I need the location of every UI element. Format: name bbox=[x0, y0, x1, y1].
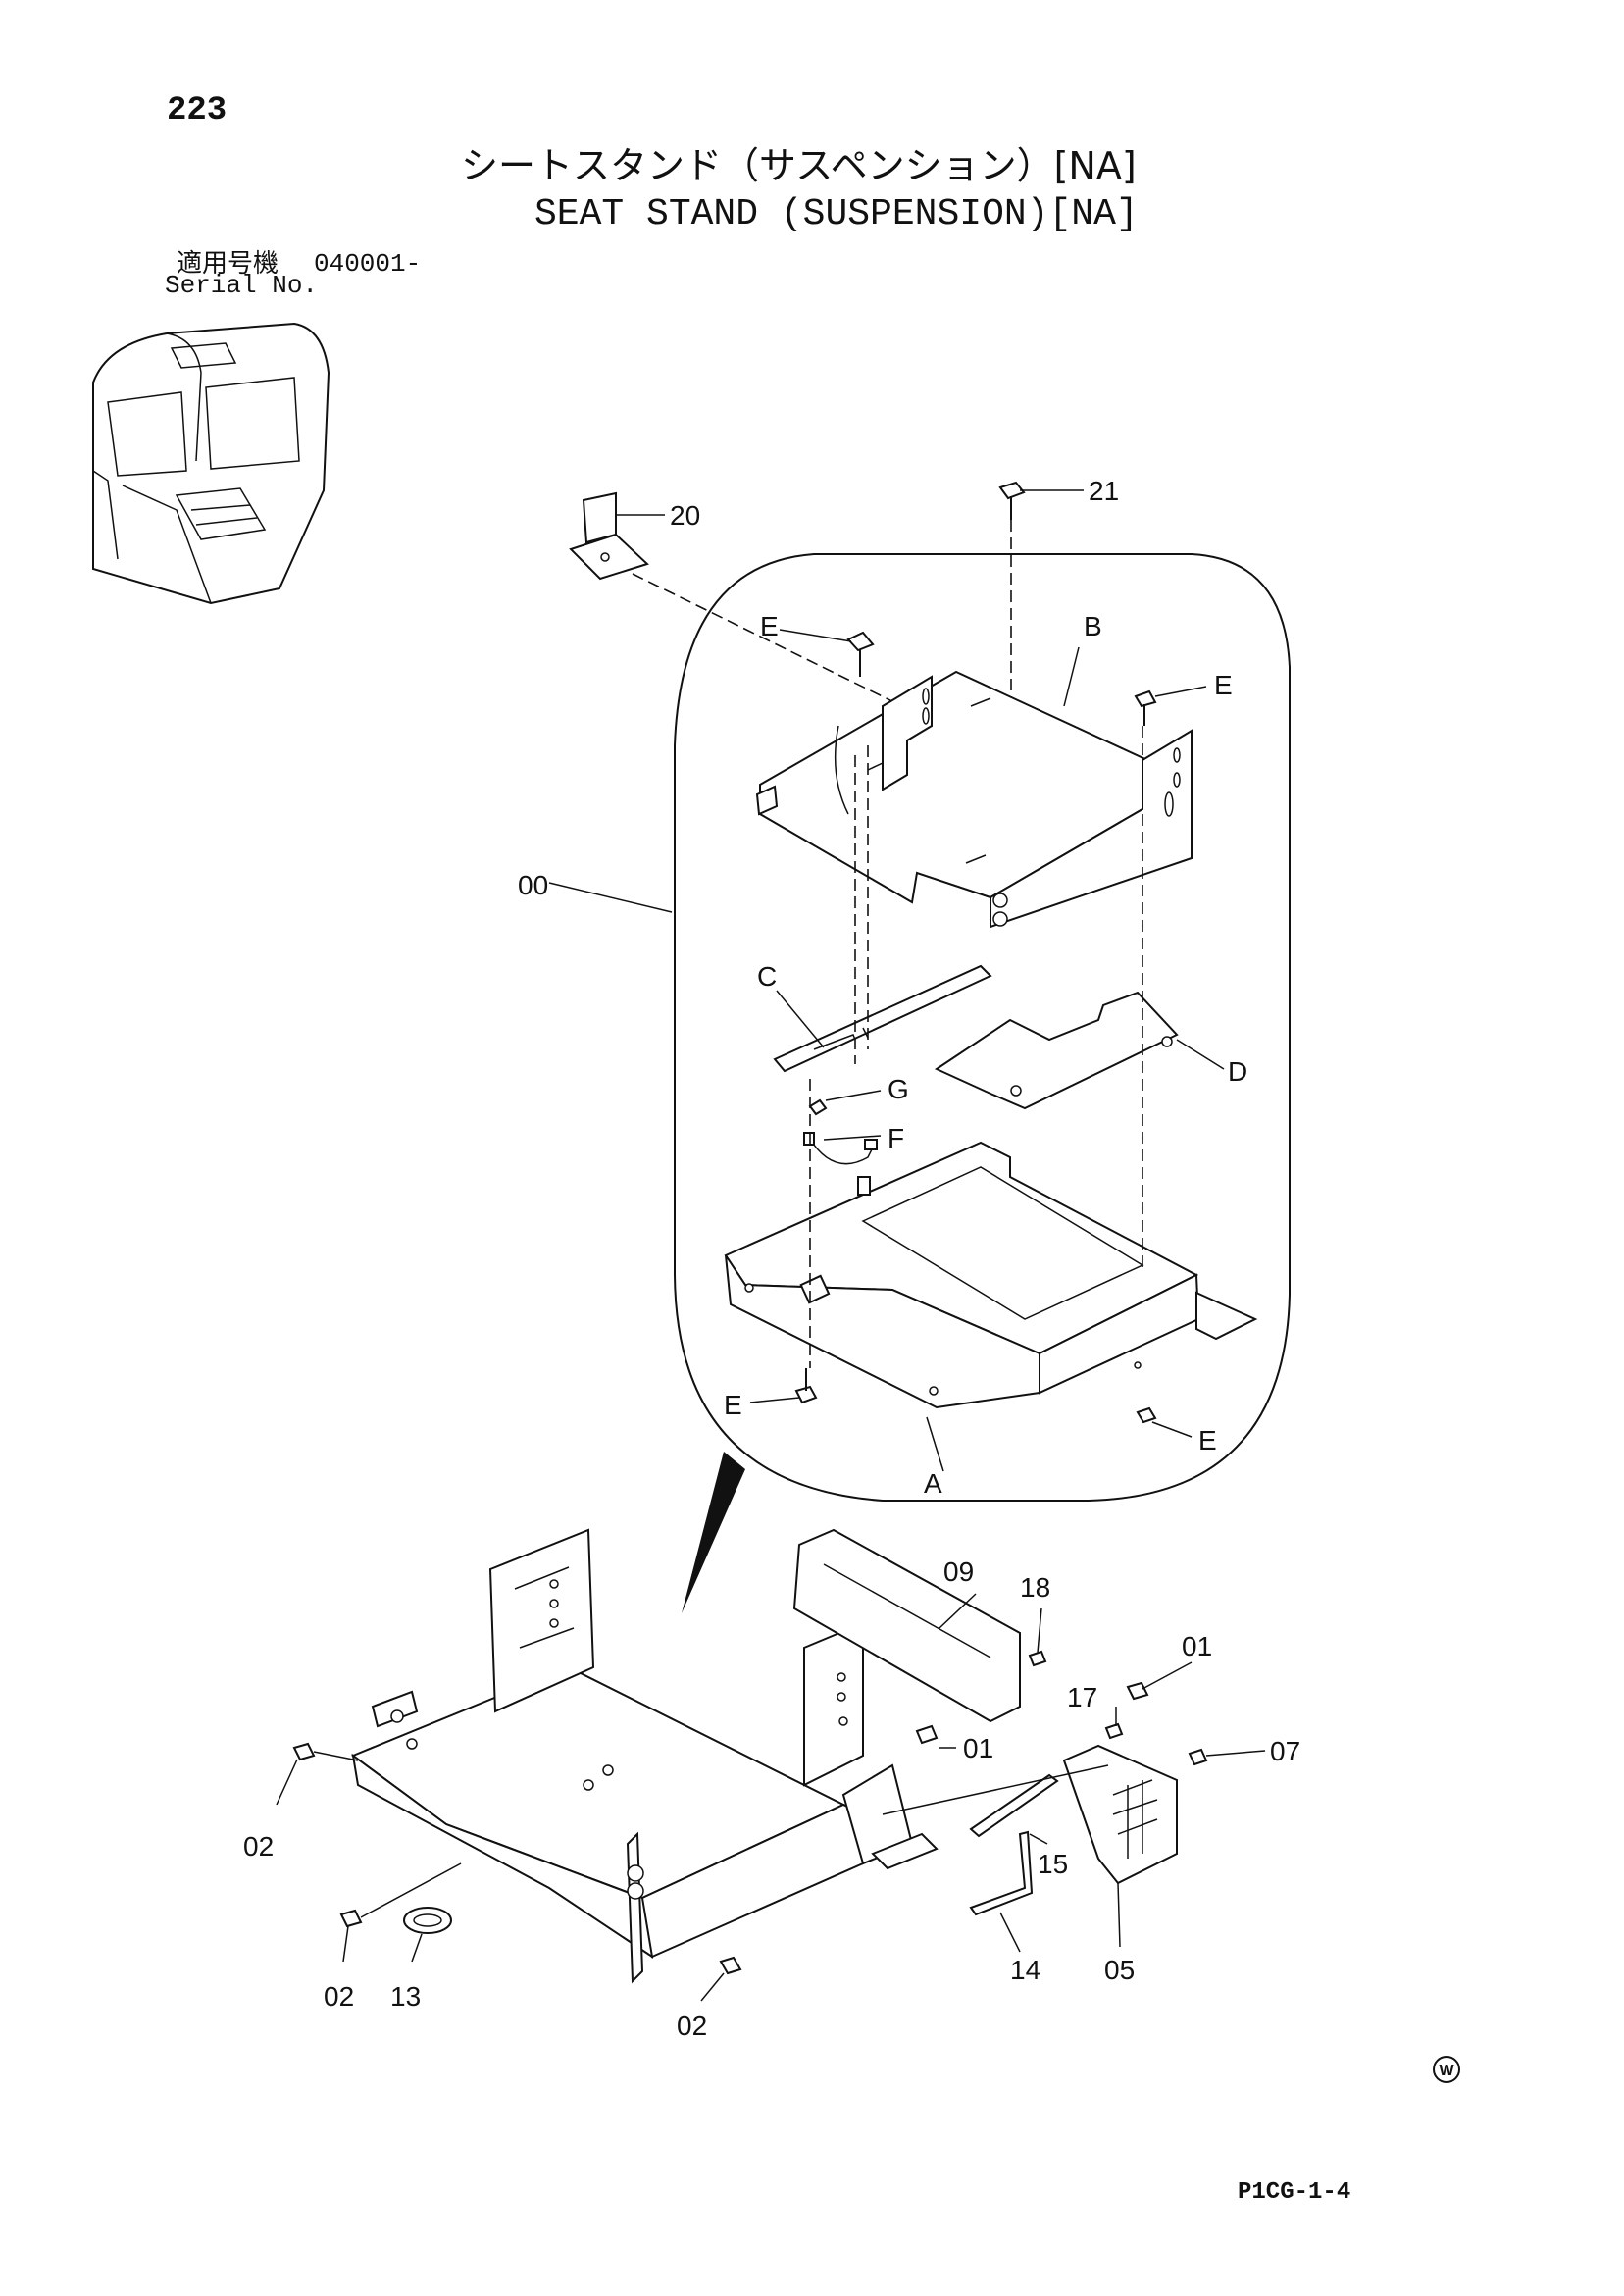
callout-17: 17 bbox=[1067, 1682, 1097, 1712]
callout-05: 05 bbox=[1104, 1955, 1135, 1985]
seat-switch-F bbox=[803, 1098, 878, 1165]
callout-02-bottom-left: 02 bbox=[324, 1981, 354, 2012]
cover-part-09 bbox=[792, 1528, 1021, 1723]
page-title-english: SEAT STAND (SUSPENSION)[NA] bbox=[534, 193, 1139, 235]
page-footer-code: P1CG-1-4 bbox=[1238, 2179, 1351, 2206]
bracket-part-20 bbox=[569, 491, 649, 581]
bolt-part-21 bbox=[998, 481, 1026, 520]
cab-location-thumbnail bbox=[92, 322, 330, 605]
w-mark-letter: W bbox=[1439, 2063, 1454, 2079]
serial-label-japanese: 適用号機 bbox=[177, 249, 279, 279]
callout-07: 07 bbox=[1270, 1736, 1300, 1766]
serial-label-english: Serial No. bbox=[165, 271, 319, 300]
grommet-part-13 bbox=[403, 1907, 452, 1934]
callout-14: 14 bbox=[1010, 1955, 1040, 1985]
upper-plate-B bbox=[755, 670, 1193, 929]
callout-15: 15 bbox=[1038, 1849, 1068, 1879]
callout-20: 20 bbox=[670, 500, 700, 531]
detail-pointer-wedge bbox=[682, 1452, 745, 1613]
callout-18: 18 bbox=[1020, 1572, 1050, 1603]
callout-e-top-right: E bbox=[1214, 670, 1233, 700]
callout-e-bottom-right: E bbox=[1198, 1425, 1217, 1455]
leader-lines bbox=[276, 489, 1266, 2002]
callout-09: 09 bbox=[943, 1556, 974, 1587]
callout-g: G bbox=[888, 1074, 909, 1104]
strip-part-14 bbox=[969, 1830, 1034, 1916]
callout-01-lower: 01 bbox=[963, 1733, 993, 1763]
lower-frame-A bbox=[724, 1141, 1258, 1409]
callout-00: 00 bbox=[518, 870, 548, 900]
circled-w-mark: W bbox=[1433, 2056, 1460, 2083]
assembly-detail-outline bbox=[674, 553, 1291, 1502]
bolts-E bbox=[794, 631, 1157, 1424]
callout-c: C bbox=[757, 961, 777, 992]
callout-d: D bbox=[1228, 1056, 1247, 1087]
callout-f: F bbox=[888, 1123, 904, 1153]
bracket-part-05 bbox=[1062, 1744, 1178, 1885]
callout-a: A bbox=[924, 1468, 942, 1499]
callout-01-upper: 01 bbox=[1182, 1631, 1212, 1661]
callout-labels: 20 21 E B E 00 C G F D E E A 09 18 01 17… bbox=[243, 476, 1300, 2041]
leader-20-dashed bbox=[632, 573, 903, 707]
callout-e-top-left: E bbox=[760, 611, 779, 641]
callout-b: B bbox=[1084, 611, 1102, 641]
callout-e-bottom-left: E bbox=[724, 1390, 742, 1420]
page-title-japanese: シートスタンド（サスペンション）[NA] bbox=[461, 144, 1137, 187]
seat-stand-assembly bbox=[350, 1528, 939, 1984]
callout-02-bottom: 02 bbox=[677, 2011, 707, 2041]
callout-02-left: 02 bbox=[243, 1831, 274, 1862]
bracket-part-D bbox=[934, 991, 1179, 1110]
callout-13: 13 bbox=[390, 1981, 421, 2012]
assembly-bolts bbox=[292, 1650, 1208, 1975]
callout-21: 21 bbox=[1089, 476, 1119, 506]
page-number: 223 bbox=[167, 92, 228, 129]
strip-part-15 bbox=[969, 1773, 1059, 1838]
serial-number-value: 040001- bbox=[314, 249, 422, 279]
